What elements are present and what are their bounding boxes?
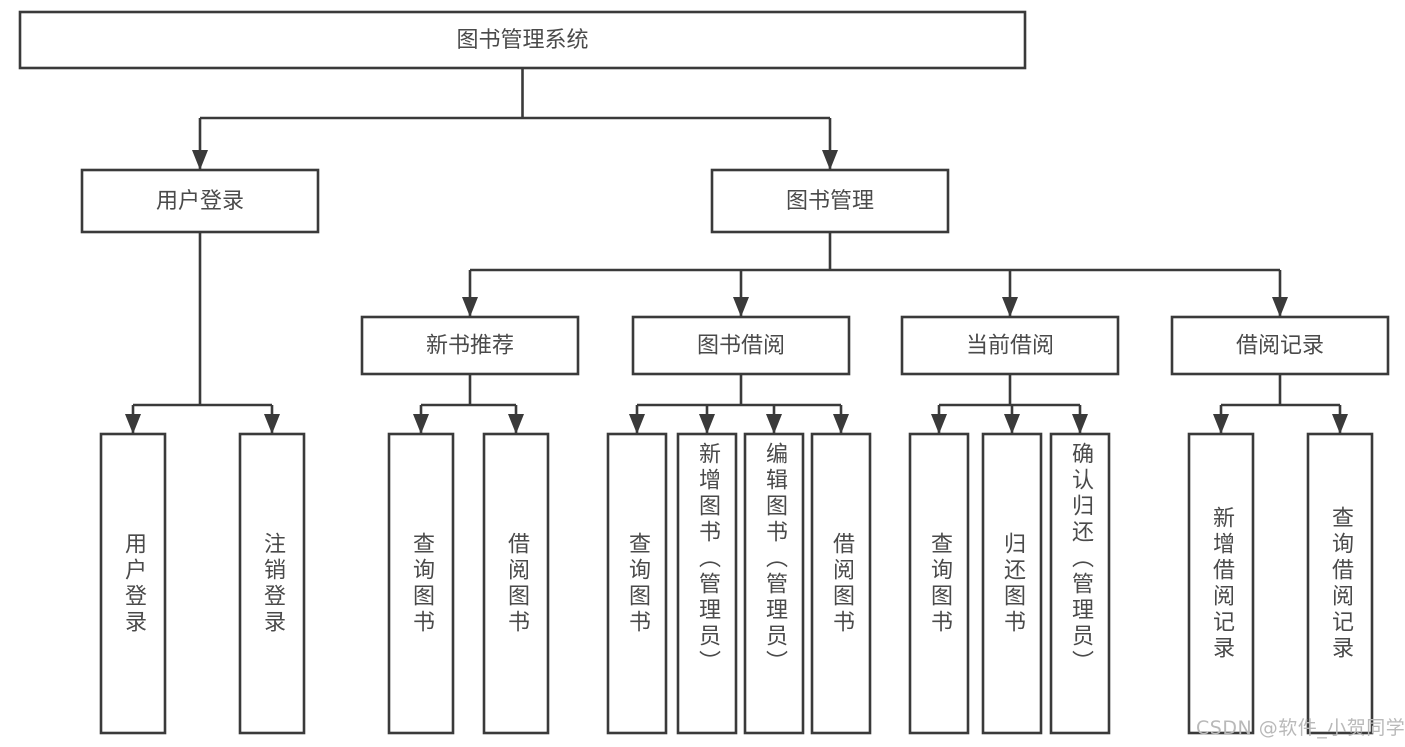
node-level3-2[interactable] — [900, 315, 1120, 376]
node-leaf-3[interactable] — [482, 432, 550, 735]
arrow-to-leaf-1 — [264, 414, 280, 434]
arrow-to-level3-0 — [462, 297, 478, 317]
node-leaf-0[interactable] — [99, 432, 167, 735]
arrow-to-leaf-5 — [699, 414, 715, 434]
arrow-to-leaf-8 — [931, 414, 947, 434]
node-leaf-9[interactable] — [981, 432, 1043, 735]
node-leaf-1[interactable] — [238, 432, 306, 735]
node-leaf-10[interactable] — [1049, 432, 1111, 735]
arrow-to-level2-0 — [192, 150, 208, 170]
node-leaf-8[interactable] — [908, 432, 970, 735]
arrow-to-leaf-12 — [1332, 414, 1348, 434]
node-leaf-4[interactable] — [606, 432, 668, 735]
arrow-to-level3-1 — [733, 297, 749, 317]
boxes-layer — [18, 10, 1390, 735]
node-leaf-5[interactable] — [676, 432, 738, 735]
node-label-level3-3: 借阅记录 — [1236, 334, 1324, 359]
node-leaf-2[interactable] — [387, 432, 455, 735]
arrow-to-leaf-3 — [508, 414, 524, 434]
node-root-book-management-system[interactable] — [18, 10, 1027, 70]
node-level3-0[interactable] — [360, 315, 580, 376]
arrow-to-level2-1 — [822, 150, 838, 170]
arrow-to-leaf-11 — [1213, 414, 1229, 434]
arrow-to-leaf-9 — [1004, 414, 1020, 434]
arrow-to-leaf-2 — [413, 414, 429, 434]
connectors-layer — [125, 68, 1348, 434]
node-level2-1[interactable] — [710, 168, 950, 234]
arrow-to-leaf-4 — [629, 414, 645, 434]
node-label-level2-0: 用户登录 — [156, 189, 244, 214]
node-level3-3[interactable] — [1170, 315, 1390, 376]
node-level3-1[interactable] — [631, 315, 851, 376]
arrow-to-level3-2 — [1002, 297, 1018, 317]
node-label-level2-1: 图书管理 — [786, 189, 874, 214]
arrow-to-leaf-6 — [766, 414, 782, 434]
node-level2-0[interactable] — [80, 168, 320, 234]
node-label-level3-0: 新书推荐 — [426, 334, 514, 359]
node-label-level3-2: 当前借阅 — [966, 334, 1054, 359]
arrow-to-level3-3 — [1272, 297, 1288, 317]
arrow-to-leaf-0 — [125, 414, 141, 434]
watermark-text: CSDN @软件_小贺同学 — [1196, 717, 1405, 739]
arrow-to-leaf-10 — [1072, 414, 1088, 434]
arrow-to-leaf-7 — [833, 414, 849, 434]
node-leaf-12[interactable] — [1306, 432, 1374, 735]
node-label-level3-1: 图书借阅 — [697, 334, 785, 359]
node-leaf-7[interactable] — [810, 432, 872, 735]
node-leaf-11[interactable] — [1187, 432, 1255, 735]
node-label-root: 图书管理系统 — [456, 28, 588, 53]
node-leaf-6[interactable] — [743, 432, 805, 735]
